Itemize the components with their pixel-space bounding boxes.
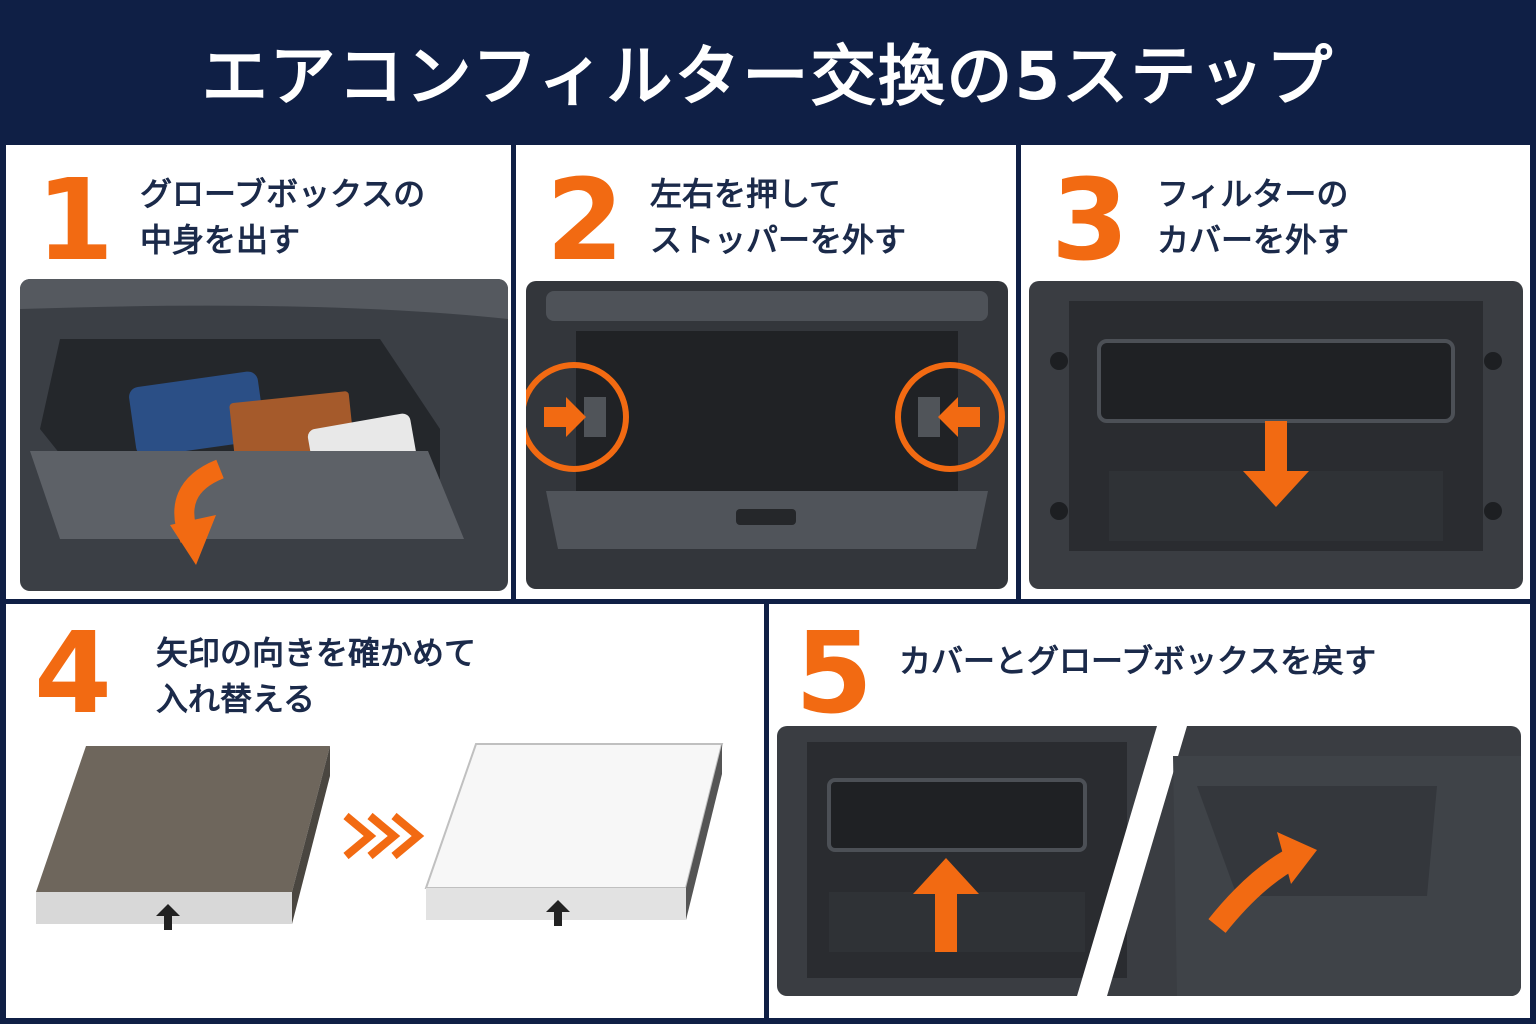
step-number: 5 <box>795 609 873 739</box>
step-caption: フィルターの カバーを外す <box>1157 171 1349 263</box>
caption-line: カバーを外す <box>1157 221 1350 259</box>
step-number: 2 <box>546 156 624 286</box>
title-bar: エアコンフィルター交換の5ステップ <box>0 0 1536 141</box>
caption-line: 中身を出す <box>140 221 301 259</box>
step-caption: カバーとグローブボックスを戻す <box>899 638 1376 684</box>
step-4-panel: 4 矢印の向きを確かめて 入れ替える <box>6 604 764 1018</box>
step-caption: グローブボックスの 中身を出す <box>140 171 425 263</box>
reinstall-icon <box>777 726 1521 996</box>
caption-line: 入れ替える <box>156 680 316 718</box>
glovebox-items-icon <box>20 279 508 591</box>
caption-line: 矢印の向きを確かめて <box>156 634 477 672</box>
step-2-panel: 2 左右を押して ストッパーを外す <box>516 145 1016 599</box>
caption-line: カバーとグローブボックスを戻す <box>899 642 1377 680</box>
filter-cover-down-icon <box>1029 281 1523 589</box>
step-1-panel: 1 グローブボックスの 中身を出す <box>6 145 511 599</box>
filter-swap-icon <box>26 740 746 1012</box>
caption-line: ストッパーを外す <box>650 221 907 259</box>
caption-line: フィルターの <box>1157 175 1349 213</box>
step-caption: 左右を押して ストッパーを外す <box>650 171 906 263</box>
step-number: 4 <box>34 609 112 739</box>
step-number: 1 <box>36 156 114 286</box>
caption-line: 左右を押して <box>650 175 842 213</box>
step-3-panel: 3 フィルターの カバーを外す <box>1021 145 1530 599</box>
step-number: 3 <box>1051 156 1129 286</box>
caption-line: グローブボックスの <box>140 175 426 213</box>
stopper-press-icon <box>526 281 1008 589</box>
page-title: エアコンフィルター交換の5ステップ <box>201 37 1335 115</box>
step-5-panel: 5 カバーとグローブボックスを戻す <box>769 604 1530 1018</box>
step-caption: 矢印の向きを確かめて 入れ替える <box>156 630 476 722</box>
